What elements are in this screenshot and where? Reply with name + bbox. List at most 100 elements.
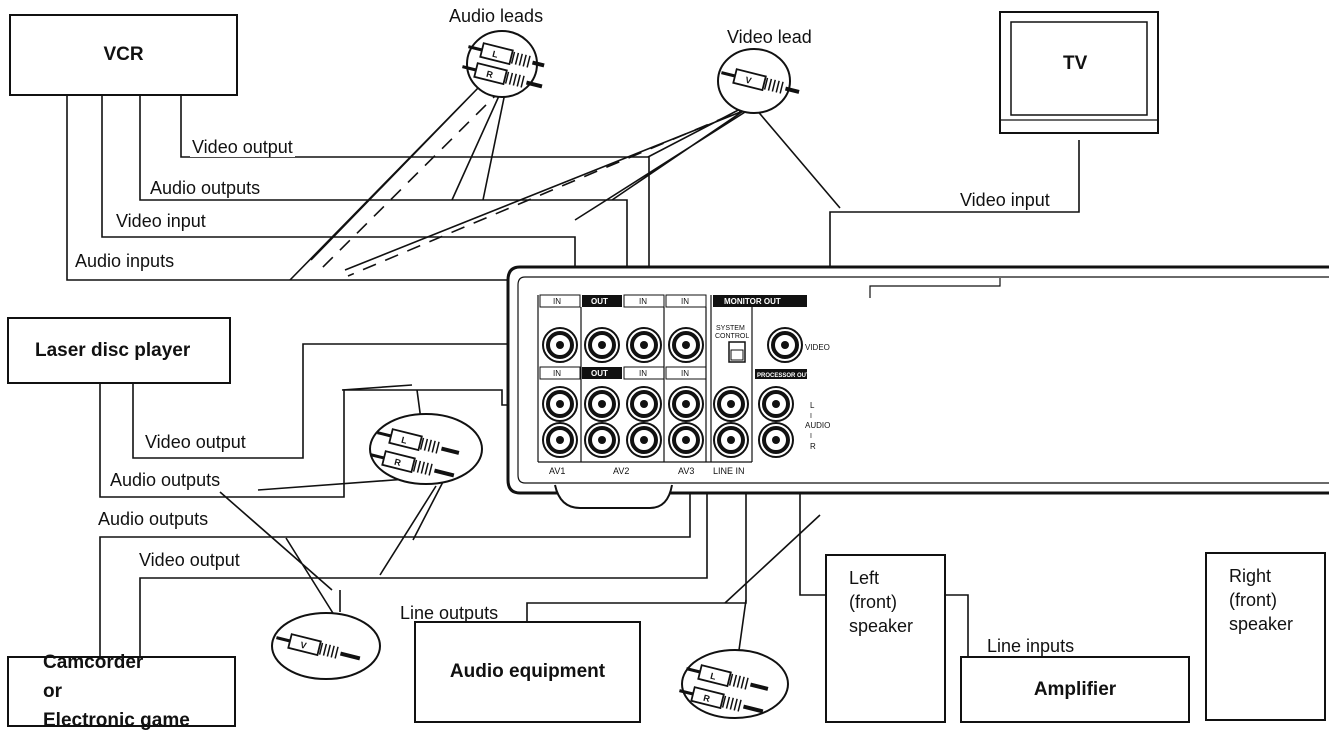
panel-l-dot: I xyxy=(810,413,812,420)
tv-label: TV xyxy=(1063,53,1088,74)
panel-line-in: LINE IN xyxy=(713,466,745,476)
camcorder-line-2: or xyxy=(43,681,62,702)
ld-audio-plug-l: L xyxy=(377,428,460,455)
vcr-box: VCR xyxy=(9,14,238,96)
rca-jack xyxy=(758,386,794,422)
rca-jack xyxy=(713,386,749,422)
cable-ld-video-output xyxy=(132,343,550,459)
svg-text:R: R xyxy=(702,693,711,704)
ld-video-pointer xyxy=(219,491,341,619)
panel-audio-label: AUDIO xyxy=(805,421,830,430)
rca-jack xyxy=(668,327,704,363)
right-speaker-line-2: (front) xyxy=(1229,590,1278,610)
right-speaker-line-3: speaker xyxy=(1229,614,1294,634)
svg-text:V: V xyxy=(299,640,307,651)
rca-jack xyxy=(584,422,620,458)
tv-drawing xyxy=(999,11,1159,134)
panel-control-label: CONTROL xyxy=(715,333,749,340)
rca-jack xyxy=(584,327,620,363)
audio-equipment-box: Audio equipment xyxy=(414,621,641,723)
cable-vcr-video-output xyxy=(180,95,650,350)
left-speaker-box: Left (front) speaker xyxy=(825,554,946,723)
panel-header-in-2: IN xyxy=(639,297,647,306)
panel-system-label: SYSTEM xyxy=(716,325,745,332)
ld-video-output-label: Video output xyxy=(143,432,248,452)
video-lead-dash xyxy=(347,105,753,277)
panel-av3: AV3 xyxy=(678,466,694,476)
camcorder-box: Camcorder or Electronic game xyxy=(7,652,236,731)
rca-jack xyxy=(713,422,749,458)
rca-jack xyxy=(626,327,662,363)
cam-video-output-label: Video output xyxy=(139,550,240,570)
svg-text:R: R xyxy=(393,457,402,468)
audio-lead-plug-l: L xyxy=(468,42,545,68)
rca-jack xyxy=(668,422,704,458)
video-lead-pointer xyxy=(344,104,841,271)
cable-cam-video-output xyxy=(139,440,708,657)
left-speaker-line-1: Left xyxy=(849,568,880,588)
panel-r-dot: I xyxy=(810,433,812,440)
panel-header-out-1: OUT xyxy=(591,297,608,306)
laser-disc-label: Laser disc player xyxy=(35,339,191,361)
panel-header-out-2: OUT xyxy=(591,369,608,378)
video-lead-plug-v: V xyxy=(721,68,800,94)
svg-text:L: L xyxy=(709,671,717,682)
amplifier-label: Amplifier xyxy=(1033,678,1117,700)
vcr-video-output-label: Video output xyxy=(190,137,295,157)
lineout-plug-r: R xyxy=(679,686,764,714)
panel-header-in-6: IN xyxy=(681,369,689,378)
cable-audioeq-line-outputs xyxy=(526,438,747,622)
rca-jacks xyxy=(542,327,803,458)
camcorder-line-3: Electronic game xyxy=(43,710,190,731)
svg-text:V: V xyxy=(744,75,752,86)
right-speaker-box: Right (front) speaker xyxy=(1205,552,1326,721)
rca-jack xyxy=(626,422,662,458)
panel-av1: AV1 xyxy=(549,466,565,476)
ld-audio-plug-r: R xyxy=(370,450,455,478)
rca-jack xyxy=(668,386,704,422)
svg-text:L: L xyxy=(400,435,408,446)
panel-l-label: L xyxy=(810,401,815,410)
audio-leads-pointer xyxy=(289,86,507,281)
tv-video-input-label: Video input xyxy=(958,190,1052,210)
rca-jack xyxy=(626,386,662,422)
rca-jack xyxy=(542,386,578,422)
audio-equipment-label: Audio equipment xyxy=(449,661,606,682)
rca-jack xyxy=(542,422,578,458)
vcr-video-input-label: Video input xyxy=(114,211,208,231)
panel-header-in-4: IN xyxy=(553,369,561,378)
audio-lead-plug-r: R xyxy=(462,62,543,89)
left-speaker-line-2: (front) xyxy=(849,592,898,612)
audio-leads-caption: Audio leads xyxy=(449,6,544,26)
right-speaker-line-1: Right xyxy=(1229,566,1272,586)
cam-audio-outputs-label: Audio outputs xyxy=(98,509,209,529)
amplifier-box: Amplifier xyxy=(960,656,1190,723)
camcorder-line-1: Camcorder xyxy=(43,652,144,673)
vcr-audio-outputs-label: Audio outputs xyxy=(148,178,263,198)
video-lead-caption: Video lead xyxy=(727,27,812,47)
ld-audio-outputs-label: Audio outputs xyxy=(108,470,223,490)
audio-lead-dash xyxy=(321,87,504,269)
panel-header-in-1: IN xyxy=(553,297,561,306)
laser-disc-box: Laser disc player xyxy=(7,317,231,384)
panel-monitor-out: MONITOR OUT xyxy=(724,297,781,306)
vcr-label: VCR xyxy=(103,44,144,65)
left-speaker-line-3: speaker xyxy=(849,616,914,636)
lineout-plug-l: L xyxy=(686,664,769,691)
rca-jack xyxy=(542,327,578,363)
panel-processor-out: PROCESSOR OUT xyxy=(757,373,810,379)
rca-jack xyxy=(758,422,794,458)
panel-av2: AV2 xyxy=(613,466,629,476)
svg-text:L: L xyxy=(491,49,499,60)
panel-header-in-3: IN xyxy=(681,297,689,306)
rca-jack xyxy=(584,386,620,422)
panel-r-label: R xyxy=(810,442,816,451)
ld-video-plug-v: V xyxy=(276,633,361,661)
amp-line-inputs-label: Line inputs xyxy=(987,636,1075,656)
panel-header-in-5: IN xyxy=(639,369,647,378)
svg-text:R: R xyxy=(485,69,494,80)
audio-eq-line-outputs-label: Line outputs xyxy=(400,603,499,623)
vcr-audio-inputs-label: Audio inputs xyxy=(73,251,177,271)
